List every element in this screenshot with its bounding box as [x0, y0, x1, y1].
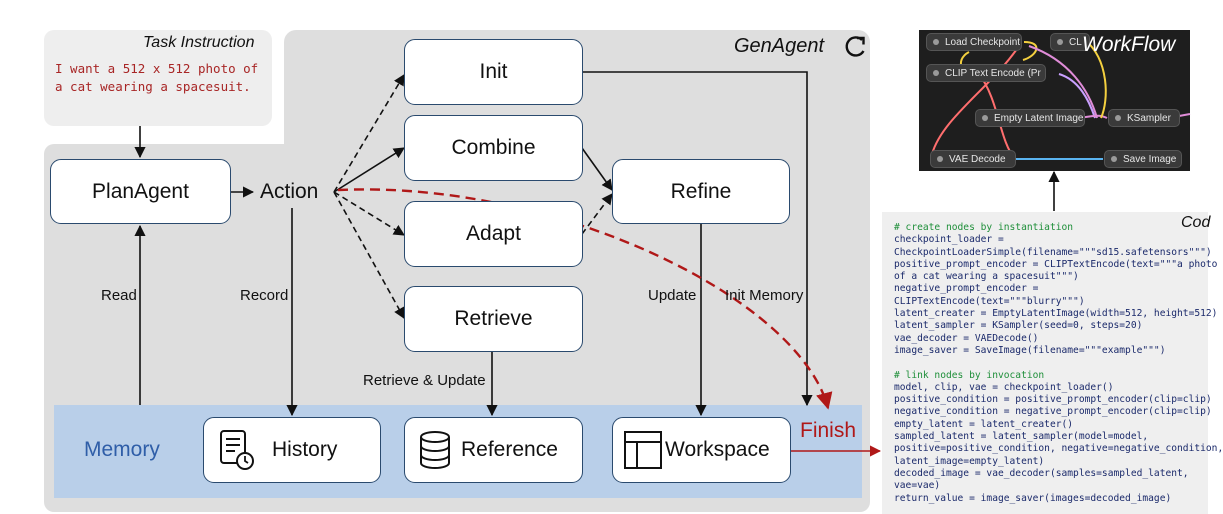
- refresh-icon: [845, 36, 865, 57]
- workflow-node-clip-text-encode: CLIP Text Encode (Pr: [926, 64, 1046, 82]
- code-line: negative_condition = negative_prompt_enc…: [894, 406, 1212, 418]
- reference-box: Reference: [404, 417, 583, 483]
- record-label: Record: [240, 287, 289, 304]
- document-clock-icon: [220, 430, 254, 470]
- code-line: # create nodes by instantiation: [894, 222, 1074, 233]
- code-line: CheckpointLoaderSimple(filename="""sd15.…: [894, 246, 1212, 258]
- task-instruction-text-line1: I want a 512 x 512 photo of: [55, 61, 259, 76]
- retrieve-box: Retrieve: [404, 286, 583, 352]
- reference-label: Reference: [461, 438, 558, 461]
- code-line: latent_creater = EmptyLatentImage(width=…: [894, 308, 1218, 320]
- workflow-panel: [919, 30, 1190, 171]
- workflow-node-save-image: Save Image: [1104, 150, 1182, 168]
- code-line: image_saver = SaveImage(filename="""exam…: [894, 344, 1166, 356]
- adapt-box: Adapt: [404, 201, 583, 267]
- combine-box: Combine: [404, 115, 583, 181]
- update-label: Update: [648, 287, 697, 304]
- layout-panel-icon: [624, 431, 662, 469]
- code-line: vae=vae): [894, 480, 941, 492]
- planagent-box: PlanAgent: [50, 159, 231, 224]
- code-title: Cod: [1181, 214, 1211, 231]
- read-label: Read: [101, 287, 137, 304]
- workflow-node-load-checkpoint: Load Checkpoint: [926, 33, 1022, 51]
- code-line: # link nodes by invocation: [894, 369, 1045, 381]
- workflow-node-clip-cut: CL: [1050, 33, 1090, 51]
- workspace-label: Workspace: [665, 438, 770, 461]
- workflow-node-vae-decode: VAE Decode: [930, 150, 1016, 168]
- code-line: sampled_latent = latent_sampler(model=mo…: [894, 431, 1149, 443]
- task-instruction-panel: [44, 30, 272, 126]
- code-line: model, clip, vae = checkpoint_loader(): [894, 381, 1114, 393]
- code-line: empty_latent = latent_creater(): [894, 418, 1074, 430]
- workspace-box: Workspace: [612, 417, 791, 483]
- history-box: History: [203, 417, 381, 483]
- code-line: return_value = image_saver(images=decode…: [894, 492, 1172, 504]
- history-label: History: [272, 438, 338, 461]
- action-label: Action: [260, 180, 319, 203]
- genagent-title: GenAgent: [734, 35, 825, 57]
- code-line: of a cat wearing a spacesuit"""): [894, 271, 1079, 283]
- code-line: positive=positive_condition, negative=ne…: [894, 443, 1223, 455]
- code-line: decoded_image = vae_decoder(samples=samp…: [894, 467, 1189, 479]
- code-line: latent_image=empty_latent): [894, 455, 1045, 467]
- code-line: positive_prompt_encoder = CLIPTextEncode…: [894, 258, 1218, 270]
- workflow-title: WorkFlow: [1082, 33, 1176, 56]
- code-line: [894, 357, 1223, 369]
- code-line: latent_sampler = KSampler(seed=0, steps=…: [894, 320, 1143, 332]
- memory-title: Memory: [84, 438, 160, 461]
- database-icon: [420, 431, 450, 469]
- code-line: vae_decoder = VAEDecode(): [894, 332, 1039, 344]
- task-instruction-title: Task Instruction: [143, 34, 255, 51]
- code-line: negative_prompt_encoder =: [894, 283, 1039, 295]
- code-line: CLIPTextEncode(text="""blurry"""): [894, 295, 1085, 307]
- code-line: checkpoint_loader =: [894, 234, 1004, 246]
- task-instruction-text-line2: a cat wearing a spacesuit.: [55, 79, 251, 94]
- refine-box: Refine: [612, 159, 790, 224]
- code-line: positive_condition = positive_prompt_enc…: [894, 394, 1212, 406]
- init-memory-label: Init Memory: [725, 287, 804, 304]
- retrieve-update-label: Retrieve & Update: [363, 372, 486, 389]
- workflow-node-empty-latent: Empty Latent Image: [975, 109, 1085, 127]
- workflow-node-ksampler: KSampler: [1108, 109, 1180, 127]
- init-box: Init: [404, 39, 583, 105]
- finish-label: Finish: [800, 419, 857, 442]
